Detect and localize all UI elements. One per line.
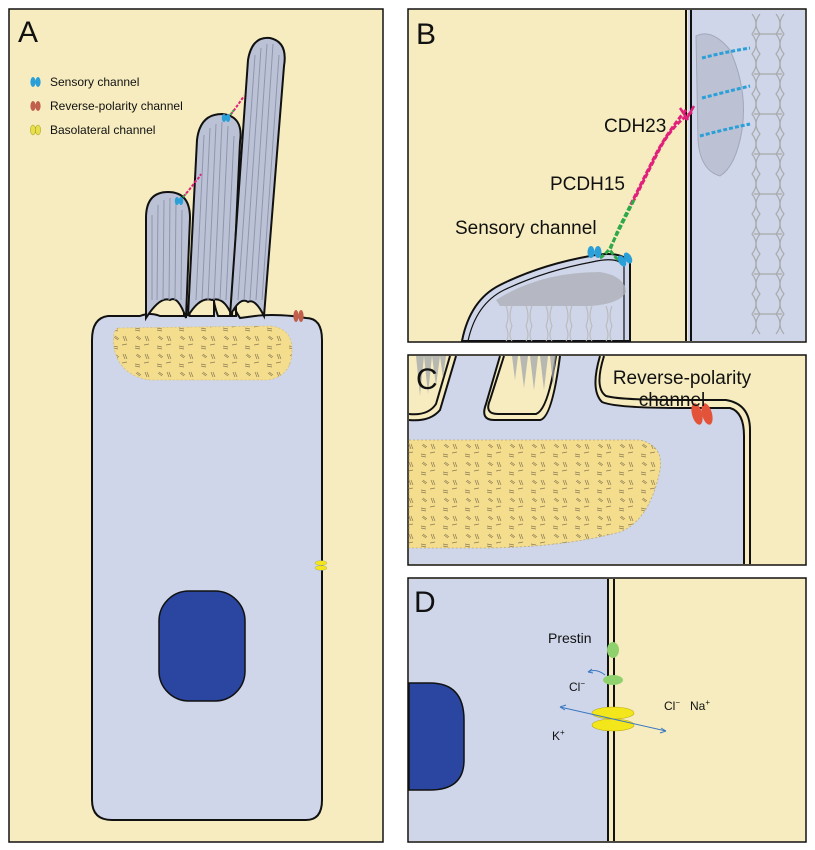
- nucleus-d: [408, 682, 465, 791]
- prestin-protein: [603, 642, 623, 685]
- reverse-channel-label-line1: Reverse-polarity: [613, 368, 752, 389]
- actin-filaments-b: [751, 13, 785, 335]
- stereocilia-bundle: [145, 36, 286, 322]
- stereocilium-tall: [229, 36, 286, 320]
- panel-a-label: A: [18, 16, 38, 49]
- k-label: K+: [552, 728, 565, 743]
- anchor-proteins-b: [699, 46, 751, 138]
- sensory-channel-label: Sensory channel: [455, 218, 597, 239]
- stereocilium-middle: [187, 112, 242, 317]
- sensory-channel-b2: [617, 252, 633, 267]
- legend-sensory-label: Sensory channel: [50, 75, 139, 89]
- panel-c-label: C: [416, 363, 438, 396]
- legend-basolateral-icon: [30, 124, 41, 136]
- sensory-channel-b1: [587, 246, 602, 258]
- reverse-channel-c: [691, 403, 713, 425]
- sensory-channel-a2: [221, 114, 231, 122]
- panel-b: B CDH23 PCDH15 Sensory channel: [407, 8, 807, 343]
- reverse-channel-a: [293, 310, 304, 322]
- panel-c: C Reverse-polarity channel: [407, 354, 807, 566]
- k-arrow: [559, 706, 614, 720]
- na-cl-arrow: [612, 718, 667, 732]
- legend-basolateral-label: Basolateral channel: [50, 123, 155, 137]
- lower-density-b: [496, 272, 626, 306]
- legend-reverse-icon: [30, 101, 41, 111]
- panel-d-label: D: [414, 586, 436, 619]
- sensory-channel-a1: [174, 197, 184, 205]
- cdh23-label: CDH23: [604, 116, 666, 137]
- upper-density-b: [695, 33, 744, 177]
- pcdh15-label: PCDH15: [550, 174, 625, 195]
- legend: Sensory channel Reverse-polarity channel…: [30, 75, 183, 137]
- panel-b-label: B: [416, 18, 436, 51]
- stereocilium-short: [145, 190, 192, 322]
- panel-d: D Prestin Cl− Cl− Na+ K+: [407, 577, 807, 843]
- tip-link-lower: [179, 173, 202, 201]
- stereocilia-rootlets-c: [416, 356, 556, 396]
- legend-reverse-label: Reverse-polarity channel: [50, 99, 183, 113]
- basolateral-channel-a: [314, 560, 328, 571]
- reverse-channel-label-line2: channel: [639, 390, 706, 411]
- basolateral-channel-d: [591, 706, 635, 732]
- panel-a: A Sensory channel Reverse-polarity chann…: [8, 8, 384, 843]
- legend-sensory-icon: [30, 77, 41, 87]
- prestin-label: Prestin: [548, 630, 592, 646]
- cl-right-label: Cl−: [664, 698, 680, 713]
- nucleus-a: [158, 590, 246, 702]
- pcdh15-strand: [599, 199, 636, 260]
- na-label: Na+: [690, 698, 710, 713]
- cl-left-label: Cl−: [569, 679, 585, 694]
